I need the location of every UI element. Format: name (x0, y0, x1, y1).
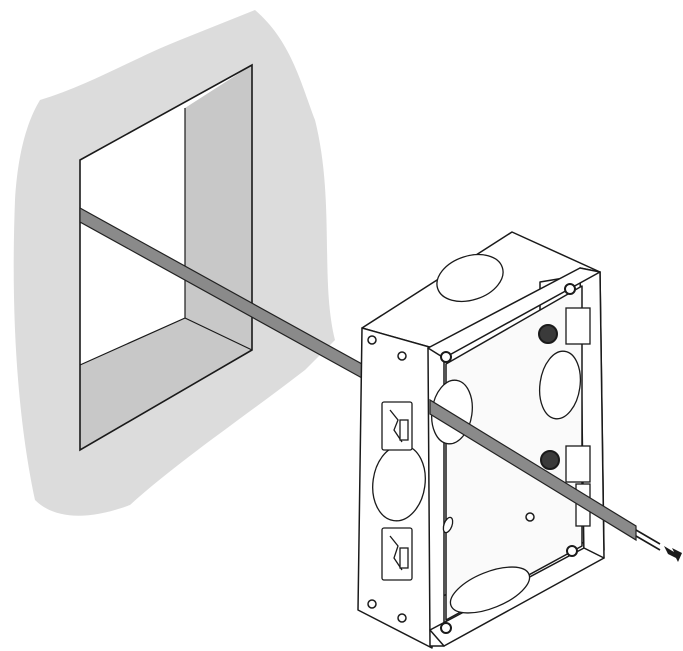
screw-icon (540, 450, 560, 470)
cable-body-right (429, 398, 637, 542)
box-front-bottom-rail (429, 547, 605, 647)
mounting-clip-icon (565, 445, 591, 483)
knockout-hole-icon (436, 253, 504, 303)
screw-icon (440, 351, 452, 363)
opening-corner-edge (184, 317, 253, 351)
box-front-top-rail (427, 267, 601, 359)
screw-icon (564, 283, 576, 295)
screw-icon (566, 545, 578, 557)
cable-wire (635, 535, 661, 551)
screw-icon (538, 324, 558, 344)
screw-icon (367, 335, 377, 345)
slot-icon (442, 516, 454, 534)
screw-icon (397, 351, 407, 361)
screws (367, 283, 578, 634)
mounting-clip-icon (381, 527, 413, 581)
screw-icon (525, 512, 535, 522)
cable-front (429, 398, 661, 551)
pull-arrow-icon (664, 546, 682, 562)
mounting-clips (381, 401, 413, 581)
screw-icon (397, 613, 407, 623)
knockout-hole-icon (538, 350, 582, 420)
mounting-clip-icon (381, 401, 413, 451)
mounting-clip-icon (565, 307, 591, 345)
knockout-hole-icon (449, 566, 531, 614)
cable-wire (635, 529, 661, 545)
opening-bottom-side (80, 318, 252, 450)
screw-icon (367, 599, 377, 609)
screw-icon (440, 622, 452, 634)
knockouts (372, 253, 582, 614)
